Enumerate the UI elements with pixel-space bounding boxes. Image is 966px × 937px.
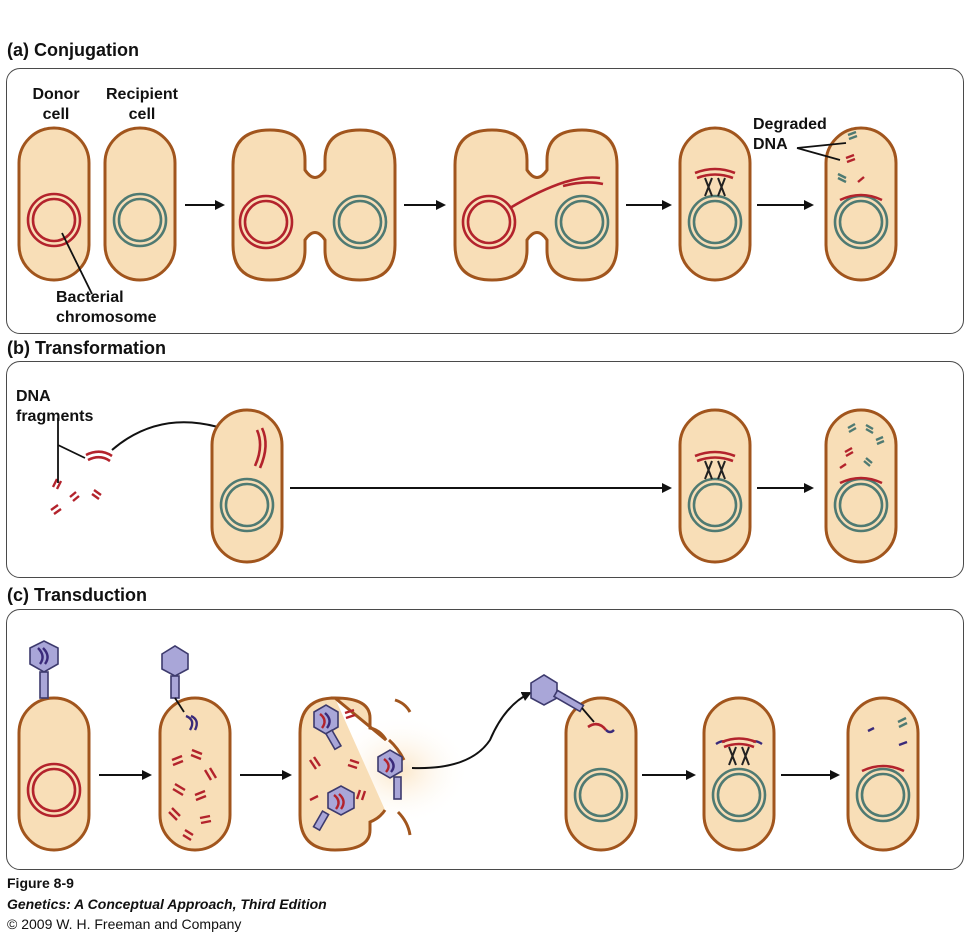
conjugation-final-cell [824,126,898,282]
transduction-recombination-cell [702,696,776,852]
phage-icon [29,640,59,699]
recipient-cell-label: Recipient cell [105,86,178,123]
transformation-fragments [50,450,113,515]
degraded-dna-label: Degraded DNA [753,116,827,153]
conjugation-recombination-cell [678,126,752,282]
transduction-fragmented-cell [158,696,232,852]
transformation-recipient-cell [210,408,284,564]
dna-fragments-label: DNA fragments [16,388,94,425]
transduction-final-cell [846,696,920,852]
transduction-title: (c) Transduction [7,585,148,605]
attaching-phage-icon [530,674,595,723]
injecting-phage-icon [161,645,189,713]
donor-cell-label: Donor cell [32,86,80,123]
figure-number: Figure 8-9 [7,875,74,891]
transduction-recipient-cell [564,696,638,852]
conjugation-dna-transfer [453,128,619,282]
transformation-final-cell [824,408,898,564]
book-title: Genetics: A Conceptual Approach, Third E… [7,896,327,912]
transformation-panel [6,361,964,578]
bacterial-chromosome-label: Bacterial chromosome [56,289,157,326]
transformation-title: (b) Transformation [7,338,167,358]
degraded-dna-pointer [796,142,847,161]
conjugation-recipient-cell [103,126,177,282]
conjugation-mating-pair [231,128,397,282]
copyright-line: © 2009 W. H. Freeman and Company [7,916,242,932]
fragments-pointer [57,418,86,483]
conjugation-title: (a) Conjugation [7,40,139,60]
transformation-recombination-cell [678,408,752,564]
progeny-phage-group [309,704,403,832]
conjugation-donor-cell [17,126,91,282]
chromosome-pointer [61,232,93,295]
transduction-infected-cell [17,696,91,852]
phage-transfer-arrow [411,691,532,770]
